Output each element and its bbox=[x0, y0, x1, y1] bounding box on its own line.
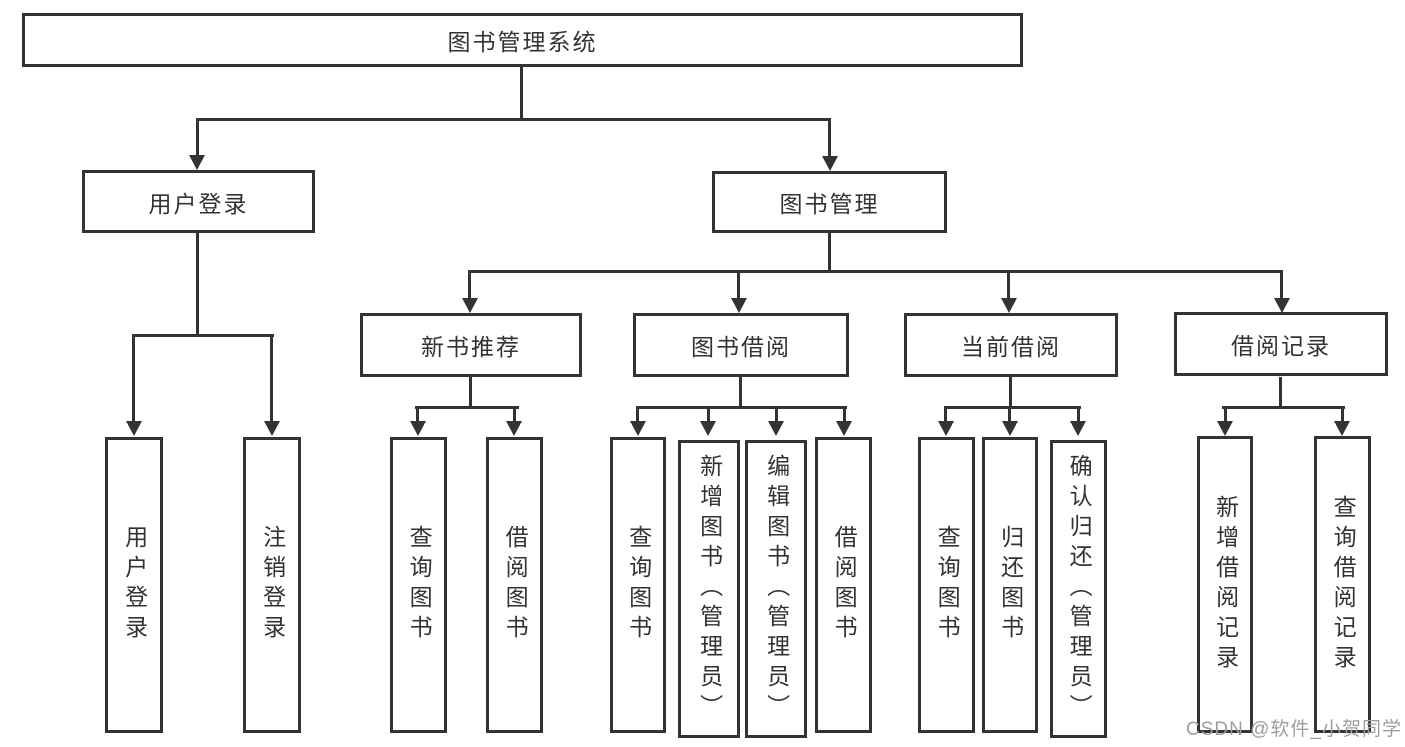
connector-line bbox=[520, 66, 523, 120]
connector-line bbox=[415, 406, 519, 409]
connector-line bbox=[636, 406, 847, 409]
leaf-edit-books-admin: 编辑图书（管理员） bbox=[745, 440, 807, 738]
leaf-user-login: 用户登录 bbox=[105, 437, 163, 733]
connector-line bbox=[1007, 270, 1010, 300]
arrowhead-icon bbox=[1274, 298, 1290, 313]
connector-line bbox=[468, 270, 1283, 273]
arrowhead-icon bbox=[731, 298, 747, 313]
leaf-borrow-books-recommend: 借阅图书 bbox=[486, 437, 543, 733]
arrowhead-icon bbox=[126, 421, 142, 436]
arrowhead-icon bbox=[630, 421, 646, 436]
connector-line bbox=[468, 270, 471, 300]
arrowhead-icon bbox=[768, 421, 784, 436]
leaf-label: 编辑图书（管理员） bbox=[763, 454, 790, 724]
connector-line bbox=[828, 118, 831, 157]
connector-line bbox=[1280, 270, 1283, 300]
arrowhead-icon bbox=[1217, 421, 1233, 436]
connector-line bbox=[196, 233, 199, 336]
arrowhead-icon bbox=[1070, 421, 1086, 436]
connector-line bbox=[1222, 406, 1345, 409]
connector-line bbox=[636, 406, 639, 423]
leaf-label: 查询借阅记录 bbox=[1330, 494, 1357, 675]
connector-line bbox=[1224, 406, 1227, 423]
arrowhead-icon bbox=[1001, 298, 1017, 313]
leaf-logout: 注销登录 bbox=[243, 437, 301, 733]
connector-line bbox=[1008, 406, 1011, 423]
connector-line bbox=[775, 406, 778, 423]
leaf-label: 确认归还（管理员） bbox=[1066, 454, 1093, 724]
connector-line bbox=[843, 406, 846, 423]
leaf-add-books-admin: 新增图书（管理员） bbox=[678, 440, 740, 738]
leaf-label: 查询图书 bbox=[934, 525, 961, 645]
connector-line bbox=[1341, 406, 1344, 423]
arrowhead-icon bbox=[264, 421, 280, 436]
leaf-label: 用户登录 bbox=[121, 525, 148, 645]
leaf-label: 新增借阅记录 bbox=[1212, 494, 1239, 675]
leaf-query-books-borrow: 查询图书 bbox=[610, 437, 666, 733]
leaf-borrow-books: 借阅图书 bbox=[815, 437, 872, 733]
leaf-query-books-current: 查询图书 bbox=[918, 437, 975, 733]
leaf-label: 借阅图书 bbox=[502, 525, 529, 645]
arrowhead-icon bbox=[506, 421, 522, 436]
connector-line bbox=[270, 334, 273, 422]
connector-line bbox=[944, 406, 947, 423]
arrowhead-icon bbox=[822, 156, 838, 171]
arrowhead-icon bbox=[462, 298, 478, 313]
connector-line bbox=[416, 406, 419, 423]
connector-line bbox=[132, 334, 135, 422]
leaf-label: 查询图书 bbox=[406, 525, 433, 645]
leaf-label: 注销登录 bbox=[259, 525, 286, 645]
leaf-add-borrow-record: 新增借阅记录 bbox=[1197, 436, 1253, 733]
connector-line bbox=[1279, 377, 1282, 408]
connector-line bbox=[944, 406, 1081, 409]
csdn-watermark: CSDN @软件_小贺同学 bbox=[1186, 719, 1402, 740]
connector-line bbox=[132, 334, 274, 337]
node-new-book-recommend: 新书推荐 bbox=[360, 313, 582, 377]
connector-line bbox=[196, 118, 199, 157]
arrowhead-icon bbox=[1002, 421, 1018, 436]
connector-line bbox=[1009, 377, 1012, 408]
arrowhead-icon bbox=[189, 155, 205, 170]
node-book-borrow: 图书借阅 bbox=[633, 313, 849, 377]
node-current-borrow: 当前借阅 bbox=[904, 313, 1118, 377]
leaf-label: 查询图书 bbox=[625, 525, 652, 645]
leaf-return-books: 归还图书 bbox=[982, 437, 1038, 733]
leaf-label: 新增图书（管理员） bbox=[696, 454, 723, 724]
arrowhead-icon bbox=[836, 421, 852, 436]
leaf-query-books-recommend: 查询图书 bbox=[390, 437, 447, 733]
arrowhead-icon bbox=[410, 421, 426, 436]
arrowhead-icon bbox=[938, 421, 954, 436]
leaf-label: 归还图书 bbox=[997, 525, 1024, 645]
connector-line bbox=[469, 377, 472, 408]
connector-line bbox=[1077, 406, 1080, 423]
node-borrow-records: 借阅记录 bbox=[1174, 312, 1388, 376]
node-user-login: 用户登录 bbox=[82, 170, 315, 233]
connector-line bbox=[737, 270, 740, 300]
connector-line bbox=[513, 406, 516, 423]
arrowhead-icon bbox=[1334, 421, 1350, 436]
leaf-label: 借阅图书 bbox=[831, 525, 858, 645]
node-book-management: 图书管理 bbox=[712, 171, 947, 233]
connector-line bbox=[828, 233, 831, 273]
node-root-system: 图书管理系统 bbox=[22, 13, 1023, 67]
leaf-query-borrow-record: 查询借阅记录 bbox=[1314, 436, 1371, 733]
connector-line bbox=[739, 377, 742, 408]
arrowhead-icon bbox=[700, 421, 716, 436]
connector-line bbox=[707, 406, 710, 423]
leaf-confirm-return-admin: 确认归还（管理员） bbox=[1050, 440, 1107, 738]
connector-line bbox=[196, 118, 831, 121]
